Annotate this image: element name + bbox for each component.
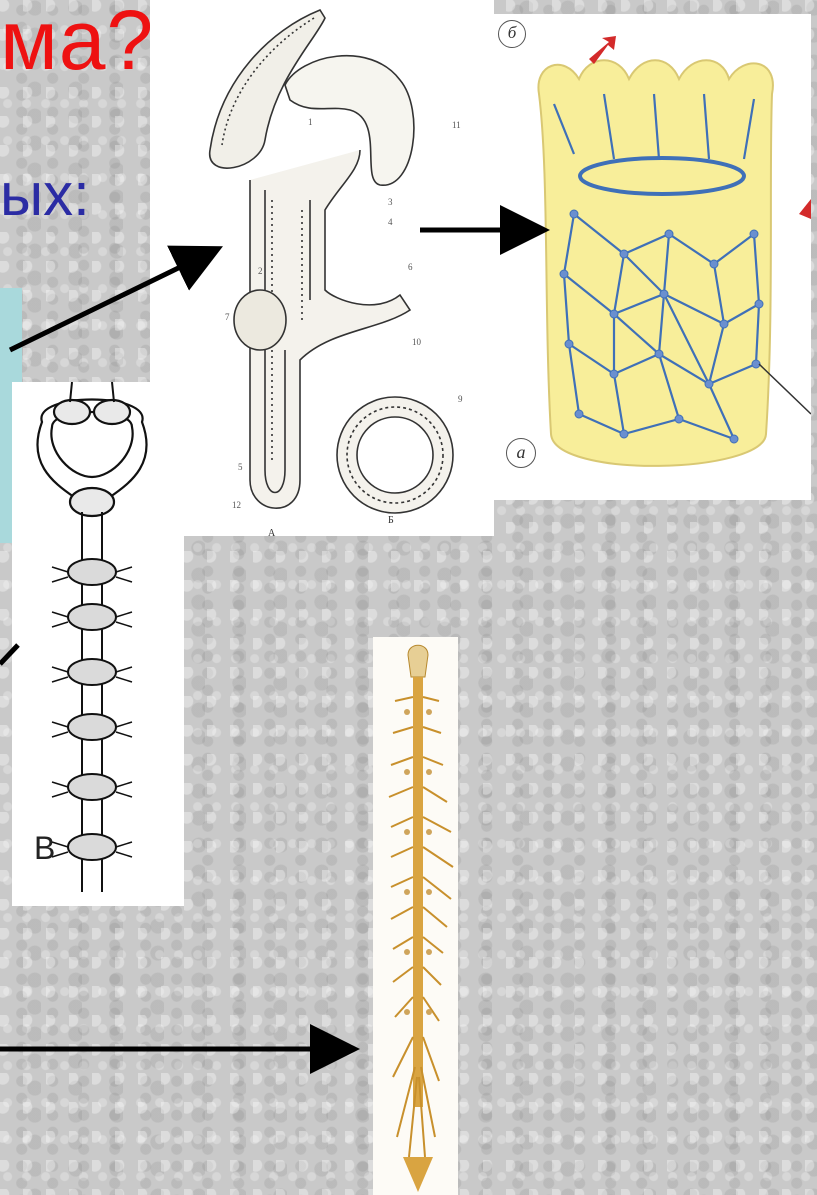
svg-text:4: 4: [388, 217, 393, 227]
svg-text:6: 6: [408, 262, 413, 272]
figure-label-b: б: [498, 20, 526, 48]
ladder-nervous-system-drawing: [12, 382, 184, 906]
svg-text:9: 9: [458, 394, 463, 404]
svg-text:12: 12: [232, 500, 241, 510]
figure-label-a: А: [268, 528, 275, 539]
svg-text:1: 1: [308, 117, 313, 127]
figure-label-b: Б: [388, 515, 394, 526]
figure-label-a: а: [506, 438, 536, 468]
svg-text:10: 10: [412, 337, 422, 347]
svg-text:3: 3: [388, 197, 393, 207]
spinal-cord-figure: [373, 637, 458, 1195]
nerve-net-figure: б а: [494, 14, 811, 500]
svg-text:2: 2: [258, 266, 263, 276]
spinal-cord-drawing: [373, 637, 458, 1195]
ladder-nervous-system-figure: В: [12, 382, 184, 906]
svg-text:11: 11: [452, 120, 461, 130]
slide-title-fragment: ма?: [0, 0, 154, 89]
svg-text:5: 5: [238, 462, 243, 472]
svg-text:7: 7: [225, 312, 230, 322]
figure-label-v: В: [34, 830, 55, 867]
hydra-section-drawing: 1 11 3 4 2 7 6 10 5 12 9: [150, 0, 494, 536]
nerve-net-drawing: [494, 14, 811, 500]
slide-subtitle-fragment: ых:: [0, 160, 90, 229]
hydra-section-figure: 1 11 3 4 2 7 6 10 5 12 9 А Б: [150, 0, 494, 536]
